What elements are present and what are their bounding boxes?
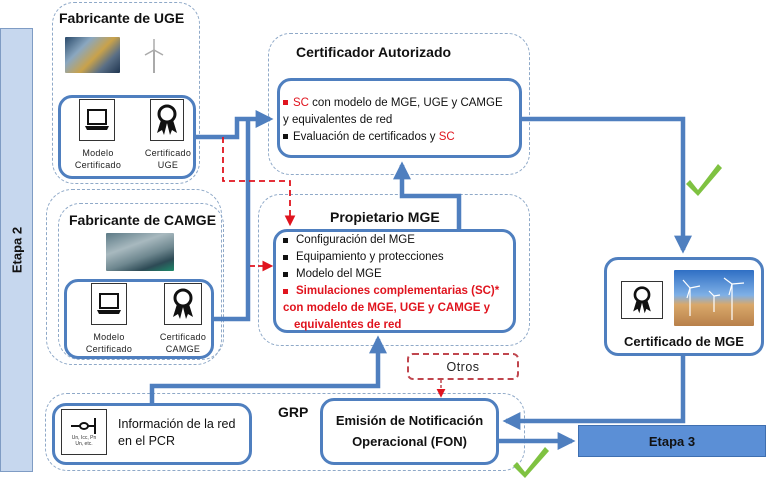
propietario-item: Configuración del MGE bbox=[280, 232, 516, 249]
arrow-certificado-mge-to-fon bbox=[502, 356, 686, 430]
propietario-item: Modelo del MGE bbox=[280, 266, 516, 283]
fon-text: Emisión de Notificación Operacional (FON… bbox=[335, 413, 484, 449]
certificador-card bbox=[277, 78, 522, 158]
turbine-photo bbox=[65, 37, 120, 73]
certificador-item-1-cont: y equivalentes de red bbox=[283, 114, 393, 126]
certificador-list: SC con modelo de MGE, UGE y CAMGE y equi… bbox=[283, 95, 519, 146]
certificador-title: Certificador Autorizado bbox=[296, 44, 452, 60]
fabricante-camge-title: Fabricante de CAMGE bbox=[69, 212, 217, 228]
certificate-ribbon-icon bbox=[164, 283, 202, 325]
propietario-card bbox=[273, 229, 516, 333]
grp-title: GRP bbox=[278, 404, 309, 420]
certificado-mge-title: Certificado de MGE bbox=[624, 334, 744, 349]
modelo-certificado-caption: Modelo Certificado bbox=[85, 332, 133, 354]
modelo-certificado-caption: Modelo Certificado bbox=[74, 148, 122, 170]
stage-etapa-2-label: Etapa 2 bbox=[9, 226, 24, 274]
wind-farm-photo bbox=[674, 270, 754, 326]
laptop-icon bbox=[79, 99, 115, 141]
wind-turbine-icon bbox=[143, 38, 165, 74]
certificador-item-2: Evaluación de certificados y SC bbox=[283, 129, 519, 146]
certificado-uge-caption: Certificado UGE bbox=[144, 148, 192, 170]
laptop-icon bbox=[91, 283, 127, 325]
certificado-camge-caption: Certificado CAMGE bbox=[159, 332, 207, 354]
certificate-ribbon-icon bbox=[621, 281, 663, 319]
arrow-uge-to-certificador bbox=[196, 110, 274, 140]
propietario-title: Propietario MGE bbox=[330, 209, 440, 225]
fon-card bbox=[320, 398, 499, 465]
fabricante-uge-title: Fabricante de UGE bbox=[59, 10, 185, 26]
grp-info-text: Información de la red en el PCR bbox=[118, 417, 236, 448]
stage-etapa-2: Etapa 2 bbox=[0, 28, 33, 472]
propietario-sc-cont-2: equivalentes de red bbox=[294, 319, 402, 331]
network-info-icon: Un, Icc, Pn Un, etc. bbox=[61, 409, 107, 455]
group-fabricante-uge bbox=[52, 2, 200, 184]
group-propietario bbox=[258, 194, 530, 346]
propietario-sc-cont-1: con modelo de MGE, UGE y CAMGE y bbox=[283, 302, 491, 314]
certificate-ribbon-icon bbox=[150, 99, 184, 141]
substation-photo bbox=[106, 233, 174, 271]
stage-etapa-3: Etapa 3 bbox=[578, 425, 766, 457]
propietario-list: Configuración del MGE Equipamiento y pro… bbox=[280, 232, 516, 334]
propietario-item: Equipamiento y protecciones bbox=[280, 249, 516, 266]
arrow-certificador-to-certificado-mge bbox=[522, 116, 692, 254]
certificador-item-1: SC con modelo de MGE, UGE y CAMGE bbox=[283, 95, 519, 112]
check-icon bbox=[686, 164, 722, 196]
propietario-item-sc: Simulaciones complementarias (SC)* bbox=[280, 283, 516, 300]
otros-box: Otros bbox=[407, 353, 519, 380]
